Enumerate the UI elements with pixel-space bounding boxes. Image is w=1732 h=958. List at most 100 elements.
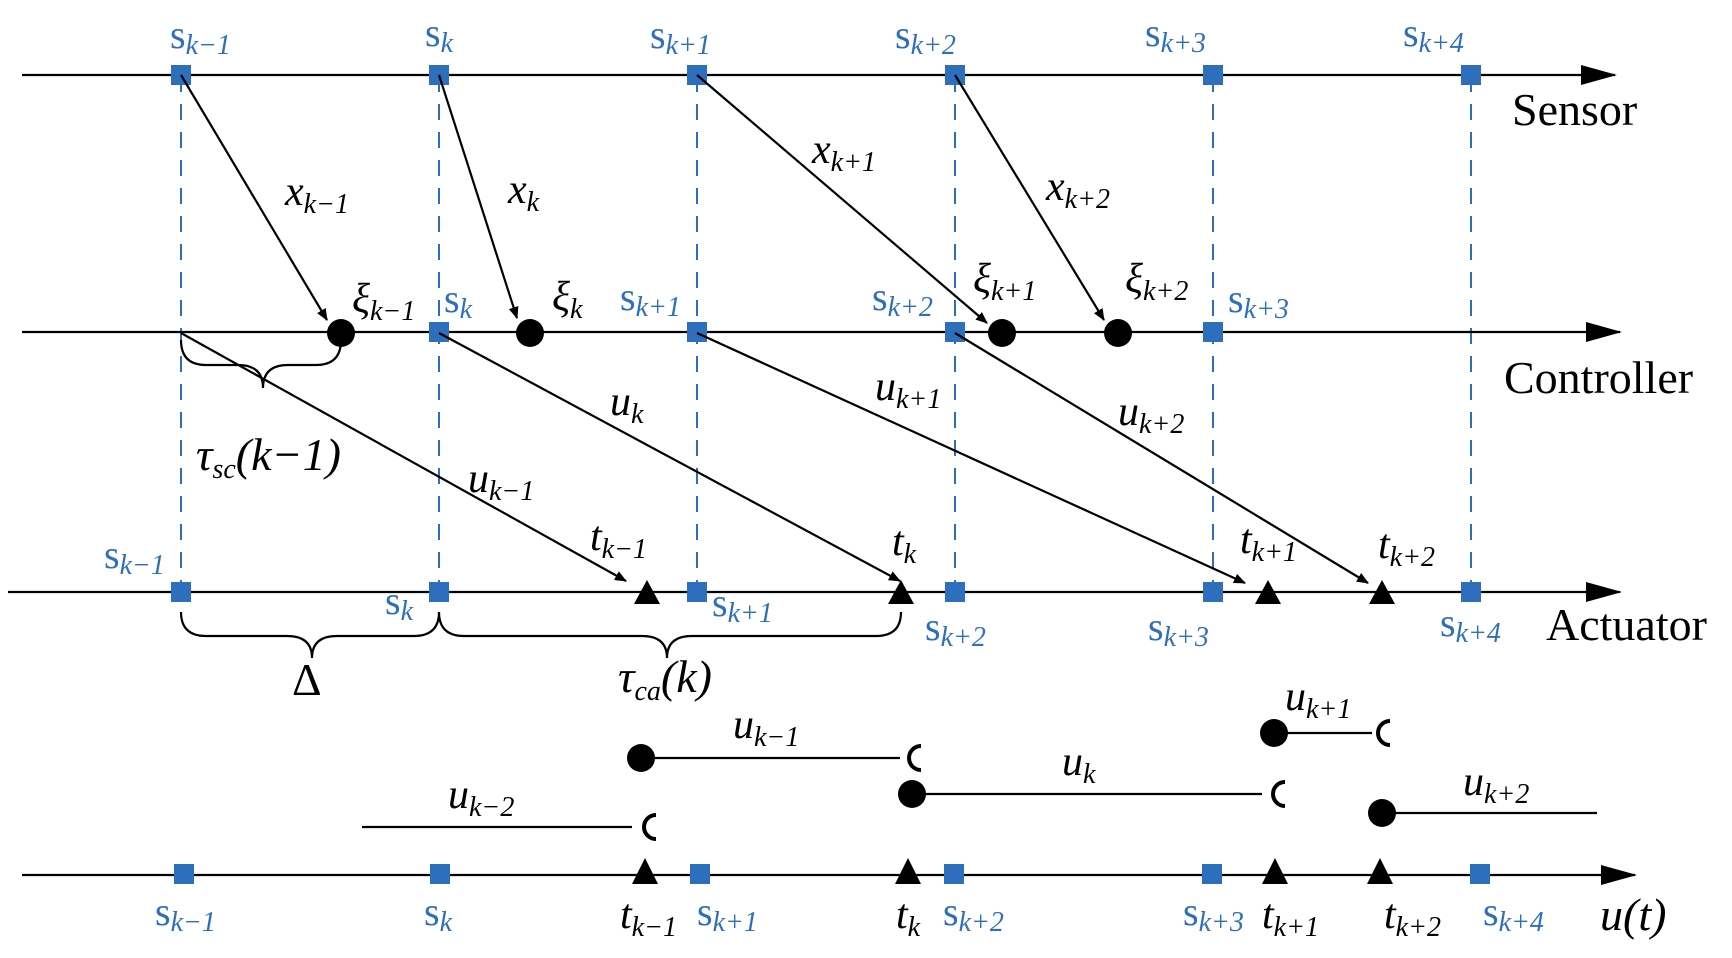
output-actuation-triangle <box>1262 858 1288 884</box>
held-start-dot <box>627 744 655 772</box>
actuator-sample-marker <box>1203 582 1223 602</box>
tau-sc-label: τsc(k−1) <box>196 429 341 485</box>
actuation-labels: tk−1 tk tk+1 tk+2 <box>590 514 1435 573</box>
output-actuation-label: tk <box>896 892 921 943</box>
sensor-sample-label: sk−1 <box>170 12 231 61</box>
controller-sample-label: sk+3 <box>1228 276 1289 325</box>
actuator-sample-label: sk+4 <box>1440 600 1501 649</box>
output-sample-label: sk−1 <box>155 889 216 938</box>
control-arrow <box>696 331 1246 585</box>
arrival-dot <box>327 319 355 347</box>
time-axes <box>8 65 1637 885</box>
output-lane-label: u(t) <box>1600 889 1666 940</box>
output-sample-marker <box>944 864 964 884</box>
output-actuation-labels: tk−1 tk tk+1 tk+2 <box>620 892 1441 943</box>
sensor-sample-label: sk+4 <box>1403 10 1464 59</box>
arrival-label: ξk+2 <box>1125 256 1188 307</box>
arrival-label: ξk+1 <box>973 256 1036 307</box>
output-actuation-label: tk+1 <box>1262 892 1319 943</box>
arrival-labels: ξk−1 ξk ξk+1 ξk+2 <box>352 256 1188 327</box>
actuator-sample-marker <box>687 582 707 602</box>
open-end-mark <box>1376 719 1391 747</box>
output-sample-marker <box>1202 864 1222 884</box>
control-label: uk <box>610 379 644 430</box>
held-input-label: uk−1 <box>733 702 799 753</box>
state-label: xk+1 <box>811 127 876 178</box>
state-labels: xk−1 xk xk+1 xk+2 <box>284 127 1110 220</box>
controller-sample-label: sk+1 <box>620 274 681 323</box>
held-input-label: uk+2 <box>1463 759 1529 810</box>
actuator-sample-marker <box>945 582 965 602</box>
actuator-sample-label: sk+1 <box>712 580 773 629</box>
output-sample-label: sk+4 <box>1483 889 1544 938</box>
actuation-triangle <box>1255 580 1281 604</box>
held-input-label: uk−2 <box>448 772 514 823</box>
output-actuation-label: tk−1 <box>620 892 677 943</box>
held-input-label: uk <box>1062 739 1096 790</box>
held-start-dot <box>1260 719 1288 747</box>
arrival-dots <box>327 319 1132 347</box>
open-end-mark <box>1271 780 1286 808</box>
state-label: xk−1 <box>284 169 349 220</box>
control-arrow <box>180 332 627 582</box>
sensor-sample-marker <box>1461 65 1481 85</box>
output-actuation-triangle <box>895 858 921 884</box>
control-label: uk+1 <box>875 364 941 415</box>
open-end-mark <box>642 813 657 841</box>
actuator-sample-label: sk−1 <box>104 532 165 581</box>
actuation-triangle <box>888 580 914 604</box>
output-sample-marker <box>174 864 194 884</box>
output-sample-label: sk+2 <box>943 889 1004 938</box>
output-actuation-triangle <box>1367 858 1393 884</box>
output-sample-label: sk <box>424 889 453 938</box>
state-label: xk+2 <box>1045 164 1110 215</box>
actuation-label: tk+2 <box>1378 522 1435 573</box>
control-label: uk−1 <box>468 456 534 507</box>
held-input-label: uk+1 <box>1285 674 1351 725</box>
output-sample-marker <box>690 864 710 884</box>
output-sample-label: sk+3 <box>1183 889 1244 938</box>
actuator-sample-marker <box>1461 582 1481 602</box>
actuation-triangles <box>632 580 1395 884</box>
arrival-dot <box>1104 319 1132 347</box>
controller-sample-label: sk+2 <box>872 274 933 323</box>
state-arrow <box>954 74 1105 321</box>
sample-labels: sk−1 sk sk+1 sk+2 sk+3 sk+4 sk sk+1 sk+2… <box>104 10 1544 938</box>
output-sample-marker <box>1470 864 1490 884</box>
output-actuation-label: tk+2 <box>1384 892 1441 943</box>
control-labels: uk−1 uk uk+1 uk+2 <box>468 364 1184 507</box>
held-input-labels: uk−2 uk−1 uk uk+1 uk+2 <box>448 674 1529 823</box>
controller-sample-marker <box>429 322 449 342</box>
actuator-sample-marker <box>429 582 449 602</box>
actuator-sample-label: sk+3 <box>1148 604 1209 653</box>
tau-sc-brace <box>179 339 343 389</box>
sensor-sample-marker <box>1203 65 1223 85</box>
control-arrow <box>438 332 901 582</box>
arrival-label: ξk <box>552 274 583 325</box>
arrival-label: ξk−1 <box>352 276 415 327</box>
state-arrow <box>696 74 988 324</box>
control-arrow <box>954 332 1369 584</box>
controller-sample-marker <box>1203 322 1223 342</box>
state-arrow <box>180 74 328 321</box>
actuation-triangle <box>1369 580 1395 604</box>
arrival-dot <box>988 319 1016 347</box>
actuator-sample-label: sk+2 <box>925 604 986 653</box>
controller-sample-label: sk <box>444 276 473 325</box>
actuator-sample-label: sk <box>385 578 414 627</box>
actuation-label: tk <box>892 519 917 570</box>
control-arrows <box>180 331 1369 585</box>
output-sample-marker <box>430 864 450 884</box>
sensor-sample-label: sk+2 <box>895 12 956 61</box>
actuation-label: tk+1 <box>1240 517 1297 568</box>
sensor-sample-label: sk+1 <box>650 12 711 61</box>
sensor-lane-label: Sensor <box>1512 84 1637 135</box>
actuator-sample-marker <box>171 582 191 602</box>
control-label: uk+2 <box>1118 389 1184 440</box>
controller-lane-label: Controller <box>1504 352 1693 403</box>
delta-brace <box>179 611 441 659</box>
controller-sample-marker <box>945 322 965 342</box>
tau-ca-brace <box>437 611 903 659</box>
